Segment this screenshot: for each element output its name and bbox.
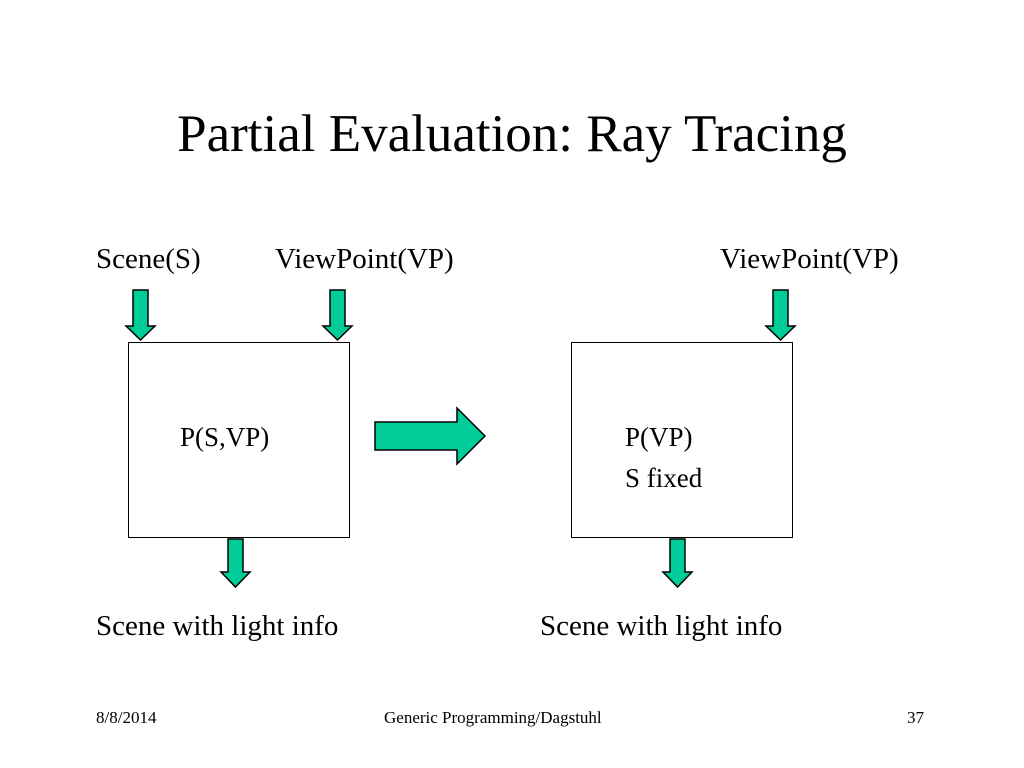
down-arrow-output-left-icon (219, 538, 252, 589)
program-box-full (128, 342, 350, 538)
down-arrow-viewpoint-right-icon (764, 289, 797, 342)
right-arrow-transform-icon (374, 406, 487, 466)
program-label-full: P(S,VP) (180, 422, 270, 452)
down-arrow-viewpoint-left-icon (321, 289, 354, 342)
footer-date: 8/8/2014 (96, 708, 157, 727)
footer-center: Generic Programming/Dagstuhl (384, 708, 602, 727)
down-arrow-output-right-icon (661, 538, 694, 589)
slide-title: Partial Evaluation: Ray Tracing (177, 105, 847, 163)
program-box-specialized (571, 342, 793, 538)
viewpoint-input-label-left: ViewPoint(VP) (275, 243, 454, 275)
viewpoint-input-label-right: ViewPoint(VP) (720, 243, 899, 275)
down-arrow-scene-icon (124, 289, 157, 342)
output-label-right: Scene with light info (540, 610, 783, 642)
output-label-left: Scene with light info (96, 610, 339, 642)
scene-input-label: Scene(S) (96, 243, 201, 275)
footer-page-number: 37 (907, 708, 924, 727)
program-label-specialized: P(VP) (625, 422, 693, 452)
program-note-specialized: S fixed (625, 463, 703, 493)
